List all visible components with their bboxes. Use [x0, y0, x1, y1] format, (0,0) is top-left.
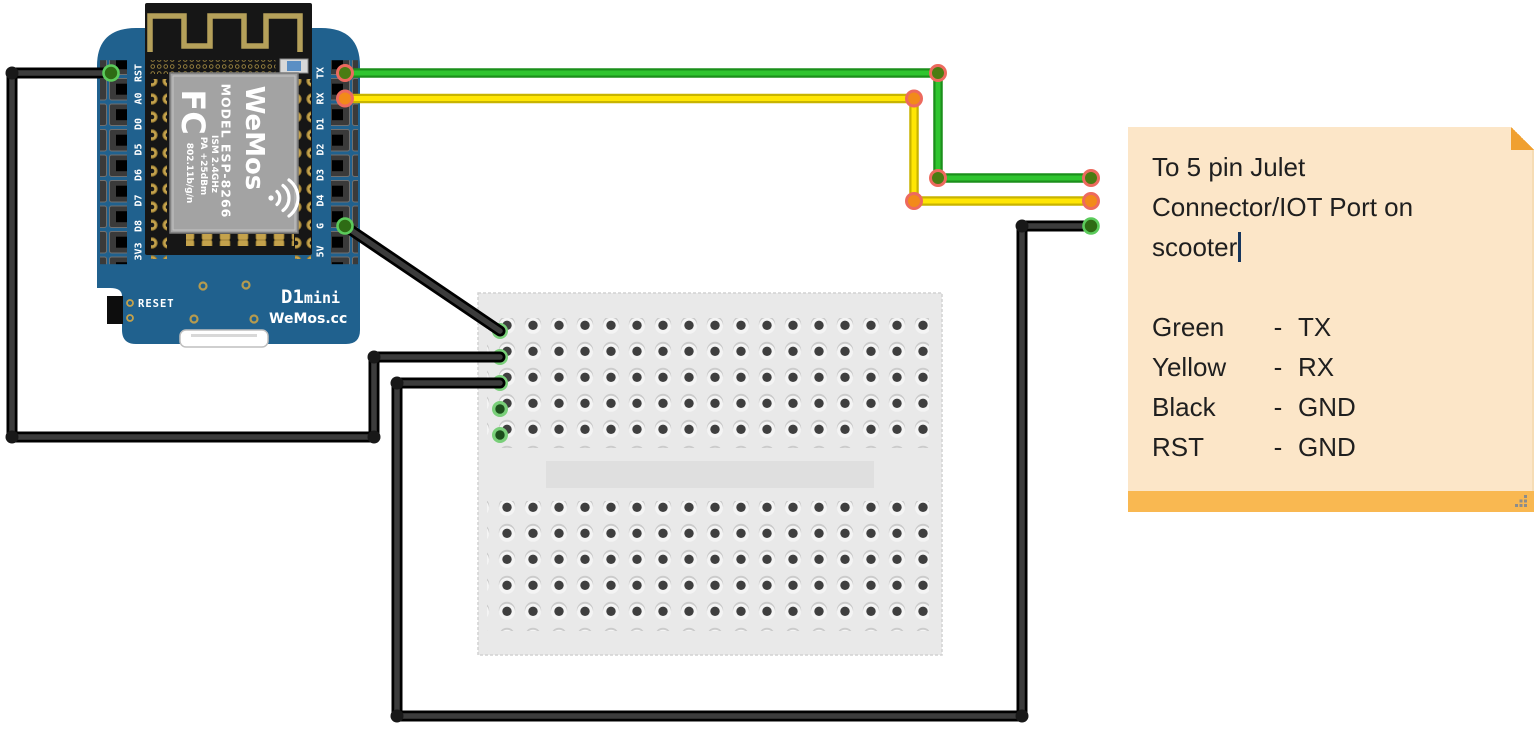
wire-black-gnd-pin[interactable]: [339, 220, 506, 337]
reset-via-1: [126, 299, 134, 307]
breadboard-center-channel: [546, 461, 874, 488]
note-line-2: Connector/IOT Port on: [1152, 192, 1414, 222]
breadboard-holes-bottom[interactable]: [487, 501, 929, 631]
label-pin-d5: D5: [134, 143, 145, 155]
green-wire-markers[interactable]: [336, 64, 1100, 187]
note-fold-corner-icon: [1511, 127, 1534, 150]
shield-spec3: 802.11b/g/n: [184, 143, 194, 204]
wire-black-rst[interactable]: [6, 67, 506, 443]
shield-model-text: MODEL ESP-8266: [219, 84, 234, 219]
label-pin-d0: D0: [134, 118, 145, 130]
legend-row-yellow: Yellow-RX: [1152, 352, 1335, 382]
board-model-name: D1mini: [281, 286, 340, 308]
label-pin-d1: D1: [316, 118, 327, 130]
wire-black-gnd-out[interactable]: [391, 220, 1097, 722]
label-pin-d6: D6: [134, 169, 145, 181]
text-caret: [1238, 232, 1242, 262]
reset-button[interactable]: [107, 296, 123, 324]
note-blank-line: [1152, 267, 1518, 307]
g-pin-connection: [336, 217, 354, 235]
wire-bendpoints-black[interactable]: [5, 66, 1029, 723]
note-text[interactable]: To 5 pin Julet Connector/IOT Port on sco…: [1152, 147, 1518, 467]
pcb-vias: [189, 280, 259, 324]
legend-row-rst: RST-GND: [1152, 432, 1356, 462]
legend-row-black: Black-GND: [1152, 392, 1356, 422]
rx-wire-end: [1082, 192, 1100, 210]
label-pin-5v: 5V: [316, 245, 327, 257]
wemos-logo-text: WeMos: [239, 86, 269, 191]
connection-points-green-ring[interactable]: [102, 64, 1100, 235]
yellow-wire-markers[interactable]: [336, 89, 1100, 210]
reset-via-2: [126, 314, 134, 322]
label-pin-d8: D8: [134, 220, 145, 232]
label-pin-a0: A0: [134, 92, 145, 104]
rx-pin-connection: [336, 89, 354, 108]
legend-row-green: Green-TX: [1152, 312, 1332, 342]
tx-pin-connection: [336, 64, 354, 82]
wire-green-tx[interactable]: [340, 68, 1096, 183]
module-pads-left: [151, 79, 167, 259]
fcc-logo: FC: [174, 89, 212, 134]
tx-wire-end: [1082, 169, 1100, 187]
shield-spec2: PA +25dBm: [198, 137, 208, 196]
note-line-3: scooter: [1152, 227, 1518, 267]
label-pin-rst: RST: [134, 64, 145, 82]
module-via-dots-right: [178, 60, 276, 74]
module-pads-right: [295, 79, 311, 259]
shield-spec1: ISM 2.4GHz: [209, 135, 219, 193]
sticky-note[interactable]: To 5 pin Julet Connector/IOT Port on sco…: [1128, 127, 1534, 512]
note-resize-grip-icon[interactable]: [1515, 495, 1527, 507]
pin-header-left[interactable]: [100, 60, 127, 265]
wire-yellow-rx[interactable]: [340, 93, 1096, 206]
usb-connector: [179, 329, 269, 348]
wemos-d1-mini-board[interactable]: FC MODEL ESP-8266 WeMos ISM 2.4GHz PA +2…: [97, 3, 360, 348]
antenna-trace: [147, 13, 303, 52]
wifi-icon: [268, 178, 300, 218]
board-brand-site: WeMos.cc: [269, 311, 347, 327]
rst-pin-connection: [102, 64, 120, 82]
label-pin-d7: D7: [134, 194, 145, 206]
label-pin-rx: RX: [316, 92, 327, 104]
note-bottom-bar[interactable]: [1128, 491, 1534, 512]
smd-component: [279, 58, 309, 74]
label-pin-3v3: 3V3: [134, 242, 145, 260]
label-pin-g: G: [316, 223, 327, 229]
rf-shield: FC MODEL ESP-8266 WeMos ISM 2.4GHz PA +2…: [169, 72, 300, 234]
breadboard[interactable]: [477, 292, 943, 656]
reset-label: RESET: [138, 298, 175, 310]
module-via-dots-left: [150, 60, 176, 74]
module-pads-bottom: [186, 234, 294, 246]
label-pin-tx: TX: [316, 67, 327, 79]
breadboard-holes-top[interactable]: [487, 318, 929, 448]
note-line-1: To 5 pin Julet: [1152, 152, 1306, 182]
label-pin-d4: D4: [316, 194, 327, 206]
label-pin-d2: D2: [316, 143, 327, 155]
gnd-wire-end: [1082, 217, 1100, 235]
label-pin-d3: D3: [316, 169, 327, 181]
